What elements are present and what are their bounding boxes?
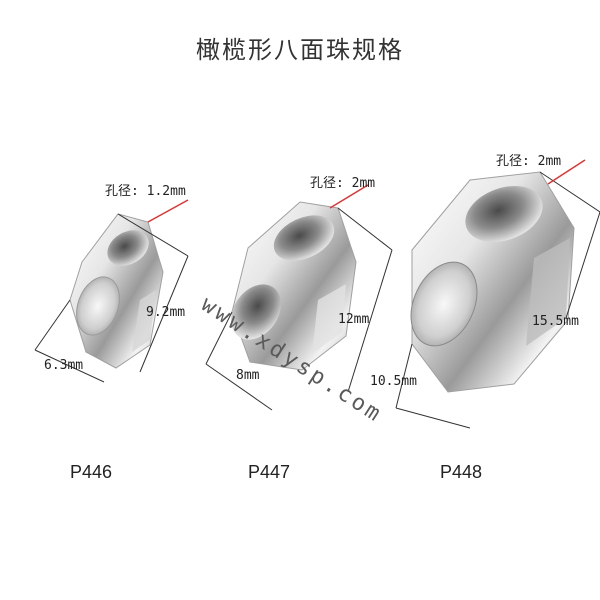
p447-hole-label: 孔径: 2mm — [310, 176, 376, 191]
p446-width-label: 6.3mm — [44, 358, 84, 373]
p448-hole-label: 孔径: 2mm — [496, 154, 562, 169]
p446-hole-label: 孔径: 1.2mm — [105, 184, 186, 199]
dimension-lines — [34, 171, 600, 429]
page-title: 橄榄形八面珠规格 — [196, 36, 404, 64]
bead-p446 — [69, 213, 164, 369]
p447-code: P447 — [248, 462, 291, 482]
bead-p447 — [231, 201, 357, 371]
p447-height-label: 12mm — [338, 312, 370, 327]
bead-p448 — [410, 171, 575, 393]
p448-height-label: 15.5mm — [532, 314, 579, 329]
p447-width-label: 8mm — [236, 368, 260, 383]
p448-code: P448 — [440, 462, 483, 482]
p446-height-label: 9.2mm — [146, 305, 186, 320]
p446-code: P446 — [70, 462, 113, 482]
p448-width-label: 10.5mm — [370, 374, 417, 389]
hole-pointers — [147, 159, 586, 223]
